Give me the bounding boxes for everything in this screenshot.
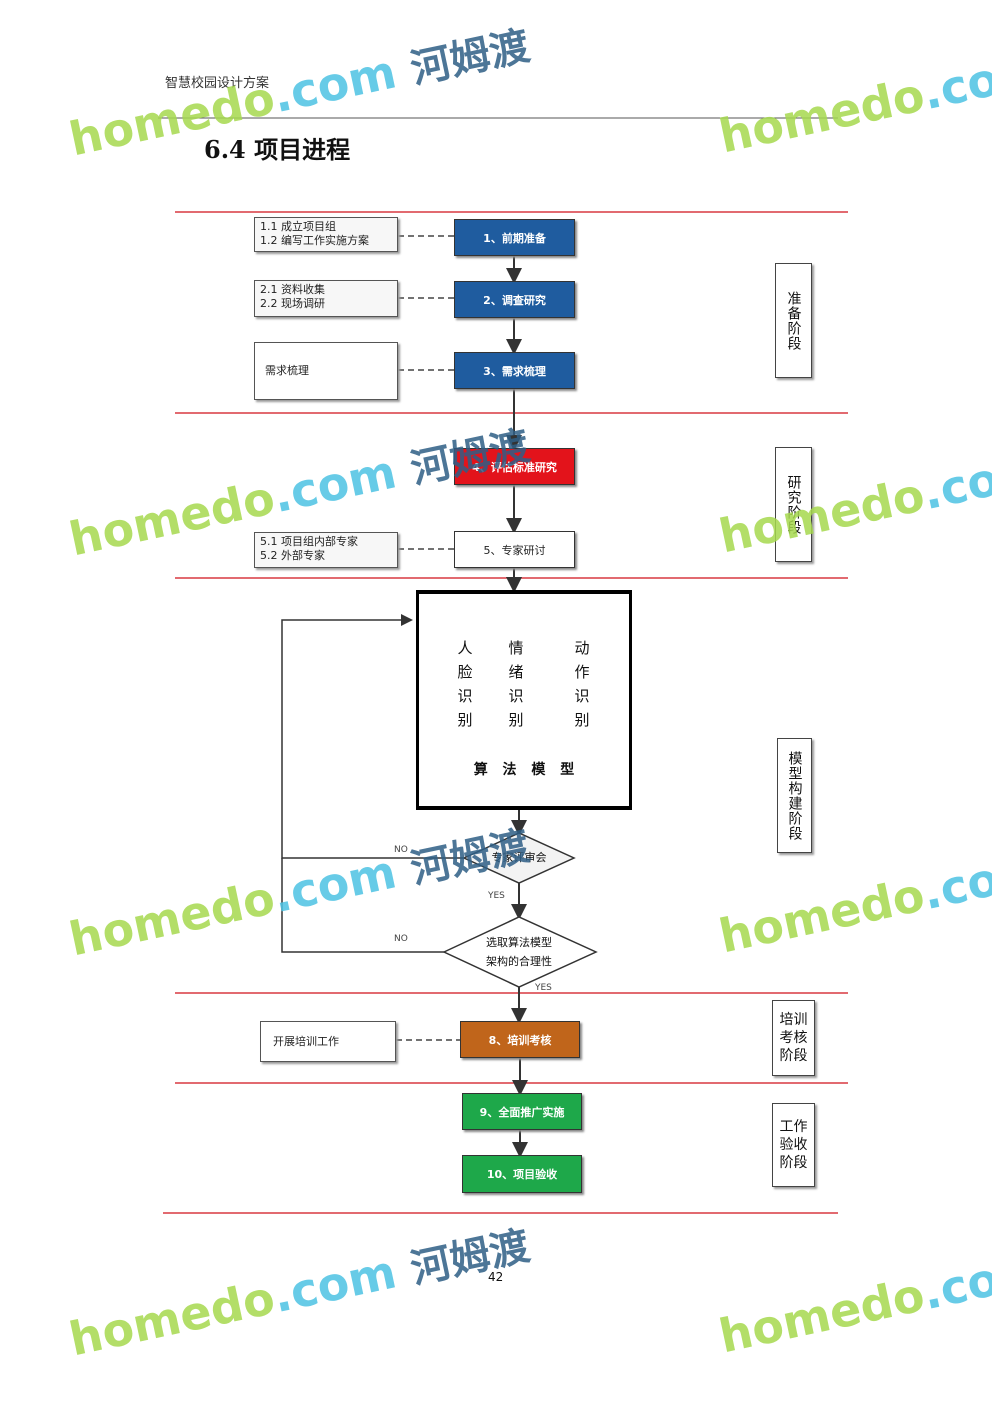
decision-1-no: NO xyxy=(394,845,408,855)
step-10: 10、项目验收 xyxy=(462,1155,582,1193)
phase-acceptance: 工作验收阶段 xyxy=(772,1103,815,1187)
note-line: 5.2 外部专家 xyxy=(260,549,325,562)
flow-arrows xyxy=(281,256,528,1158)
note-line: 2.1 资料收集 xyxy=(260,283,325,296)
phase-research: 研究阶段 xyxy=(775,447,812,562)
note-line: 开展培训工作 xyxy=(273,1035,339,1048)
step-8: 8、培训考核 xyxy=(460,1021,580,1058)
note-line: 2.2 现场调研 xyxy=(260,297,325,310)
decision-2-line1: 选取算法模型 xyxy=(486,936,552,949)
note-8: 开展培训工作 xyxy=(260,1021,396,1062)
step-4: 4、评估标准研究 xyxy=(454,448,575,485)
decision-expert-review xyxy=(462,832,576,884)
note-line: 1.2 编写工作实施方案 xyxy=(260,234,369,247)
phase-model-building: 模型构建阶段 xyxy=(777,738,812,853)
model-face-recognition: 人脸识别 xyxy=(457,639,473,729)
document-header: 智慧校园设计方案 xyxy=(165,76,270,91)
note-line: 1.1 成立项目组 xyxy=(260,220,336,233)
note-3: 需求梳理 xyxy=(254,342,398,400)
phase-preparation: 准备阶段 xyxy=(775,263,812,378)
decision-1-yes: YES xyxy=(488,891,505,901)
decision-1-label: 专家评审会 xyxy=(491,851,547,864)
decision-2-label: 选取算法模型架构的合理性 xyxy=(444,933,594,971)
step-5: 5、专家研讨 xyxy=(454,531,575,568)
step-2: 2、调查研究 xyxy=(454,281,575,318)
phase-training: 培训考核阶段 xyxy=(772,1000,815,1076)
model-footer: 算 法 模 型 xyxy=(473,762,575,778)
model-emotion-recognition: 情绪识别 xyxy=(508,639,524,729)
note-line: 需求梳理 xyxy=(265,364,309,377)
model-action-recognition: 动作识别 xyxy=(574,639,590,729)
page-number: 42 xyxy=(488,1270,504,1284)
dashed-connectors xyxy=(396,235,460,1041)
decision-2-yes: YES xyxy=(535,983,552,993)
step-9: 9、全面推广实施 xyxy=(462,1093,582,1130)
section-title: 6.4 项目进程 xyxy=(204,135,351,164)
decision-2-no: NO xyxy=(394,934,408,944)
decision-architecture xyxy=(442,916,598,988)
note-line: 5.1 项目组内部专家 xyxy=(260,535,358,548)
step-3: 3、需求梳理 xyxy=(454,352,575,389)
algorithm-model-box: 人脸识别 情绪识别 动作识别 算 法 模 型 xyxy=(416,590,632,810)
step-1: 1、前期准备 xyxy=(454,219,575,256)
decision-2-line2: 架构的合理性 xyxy=(486,955,552,968)
